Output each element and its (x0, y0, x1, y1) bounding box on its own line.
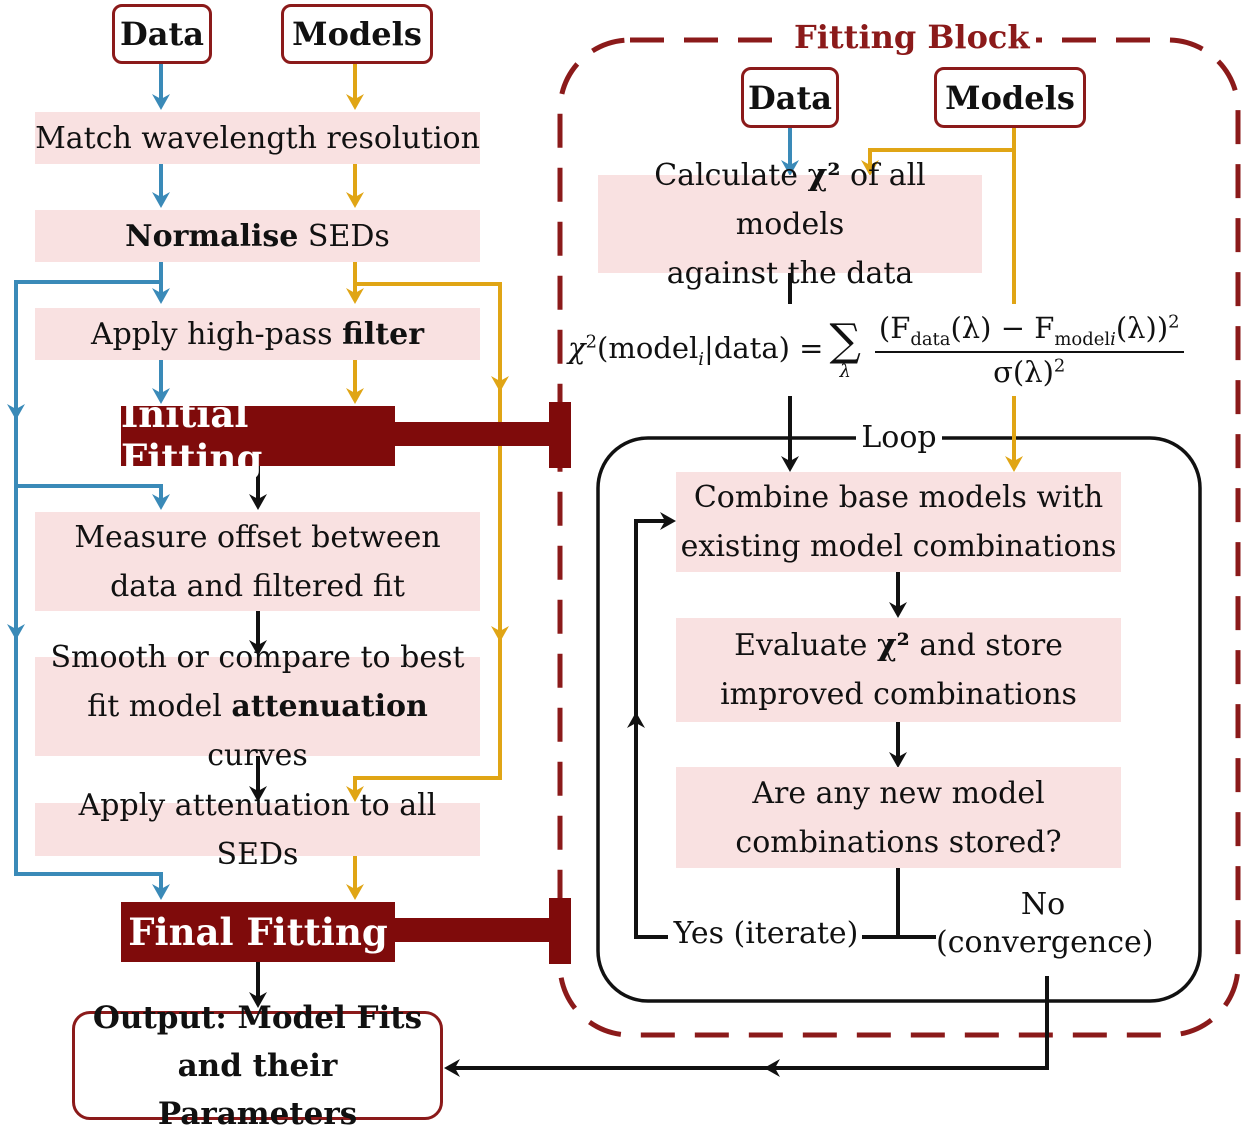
formula-num-a: (F (878, 310, 911, 345)
no-line2: (convergence) (936, 925, 1154, 960)
models-label: Models (292, 15, 422, 53)
formula-lhs-sup: 2 (585, 330, 598, 352)
formula-num-sub1: data (910, 328, 951, 350)
calc-pre: Calculate (654, 157, 808, 193)
formula-lhs-chi: χ (568, 330, 586, 365)
data-source-box: Data (112, 4, 212, 64)
attenuation-bold: attenuation (231, 689, 428, 724)
filter-bold: filter (342, 316, 425, 352)
data-label: Data (120, 15, 204, 53)
apply-attenuation-text: Apply attenuation to all SEDs (78, 787, 437, 872)
output-line2: and their Parameters (157, 1047, 358, 1132)
smooth-pre: fit model (87, 689, 232, 724)
formula-sum-under: λ (839, 361, 851, 382)
calc-line2: against the data (666, 255, 914, 291)
final-fitting-block: Final Fitting (121, 902, 395, 962)
combine-models-step: Combine base models with existing model … (676, 472, 1121, 572)
calc-chi2: χ² (807, 157, 841, 193)
fb-data-label: Data (748, 78, 832, 117)
eval-line2: improved combinations (720, 677, 1077, 712)
fb-models-label: Models (945, 78, 1075, 117)
question-line2: combinations stored? (735, 824, 1062, 860)
formula-sum: ∑ λ (829, 319, 860, 381)
measure-offset-line1: Measure offset between (74, 519, 441, 555)
new-combinations-question: Are any new model combinations stored? (676, 767, 1121, 868)
formula-den-a: σ(λ) (993, 355, 1054, 390)
formula-num-sub2: model (1054, 328, 1111, 350)
high-pass-pre: Apply high-pass (90, 316, 343, 352)
formula-lhs-arg-sub: i (698, 348, 705, 370)
formula-lhs-arg-a: (model (597, 330, 699, 365)
match-resolution-text: Match wavelength resolution (35, 120, 480, 156)
fb-data-source-box: Data (741, 67, 839, 128)
smooth-post: curves (207, 738, 308, 773)
formula-numerator: (Fdata(λ) − Fmodeli(λ))2 (874, 310, 1184, 354)
measure-offset-line2: data and filtered fit (110, 568, 405, 604)
formula-denominator: σ(λ)2 (993, 353, 1065, 389)
no-convergence-label: No (convergence) (936, 886, 1154, 966)
output-line1: Output: Model Fits (92, 999, 423, 1036)
smooth-line1: Smooth or compare to best (50, 640, 465, 675)
smooth-compare-step: Smooth or compare to best fit model atte… (35, 640, 480, 773)
loop-label: Loop (856, 419, 942, 457)
formula-den-sup: 2 (1053, 355, 1066, 377)
models-source-box: Models (281, 4, 433, 64)
formula-lhs-arg-b: |data) = (704, 330, 824, 365)
formula-sum-symbol: ∑ (829, 315, 861, 366)
formula-num-sup: 2 (1168, 310, 1180, 332)
chi2-formula: χ2(modeli|data) = ∑ λ (Fdata(λ) − Fmodel… (568, 304, 1228, 396)
combine-line1: Combine base models with (693, 480, 1104, 515)
normalise-bold: Normalise (125, 218, 299, 254)
eval-pre: Evaluate (734, 628, 877, 663)
eval-chi2: χ² (876, 628, 910, 663)
final-fitting-label: Final Fitting (128, 910, 388, 954)
match-resolution-step: Match wavelength resolution (35, 112, 480, 164)
formula-num-c: (λ)) (1115, 310, 1169, 345)
apply-attenuation-step: Apply attenuation to all SEDs (35, 788, 480, 872)
formula-num-b: (λ) − F (950, 310, 1055, 345)
initial-fitting-block: Initial Fitting (121, 392, 395, 480)
evaluate-chi2-step: Evaluate χ² and store improved combinati… (676, 618, 1121, 722)
formula-num-sub2-i: i (1110, 328, 1116, 350)
fitting-block-title: Fitting Block (788, 16, 1036, 58)
no-line1: No (1020, 887, 1066, 922)
question-line1: Are any new model (752, 775, 1045, 811)
eval-post: and store (909, 628, 1063, 663)
normalise-rest: SEDs (298, 218, 390, 254)
output-box: Output: Model Fits and their Parameters (72, 1000, 443, 1132)
fb-models-source-box: Models (934, 67, 1086, 128)
initial-fitting-label: Initial Fitting (121, 392, 263, 480)
formula-fraction: (Fdata(λ) − Fmodeli(λ))2 σ(λ)2 (874, 310, 1184, 389)
calculate-chi2-step: Calculate χ² of all models against the d… (598, 158, 982, 291)
high-pass-step: Apply high-pass filter (35, 308, 480, 360)
yes-iterate-label: Yes (iterate) (670, 915, 862, 955)
measure-offset-step: Measure offset between data and filtered… (35, 512, 480, 611)
normalise-step: Normalise SEDs (35, 210, 480, 262)
combine-line2: existing model combinations (680, 529, 1117, 564)
calc-post: of all models (735, 157, 926, 242)
